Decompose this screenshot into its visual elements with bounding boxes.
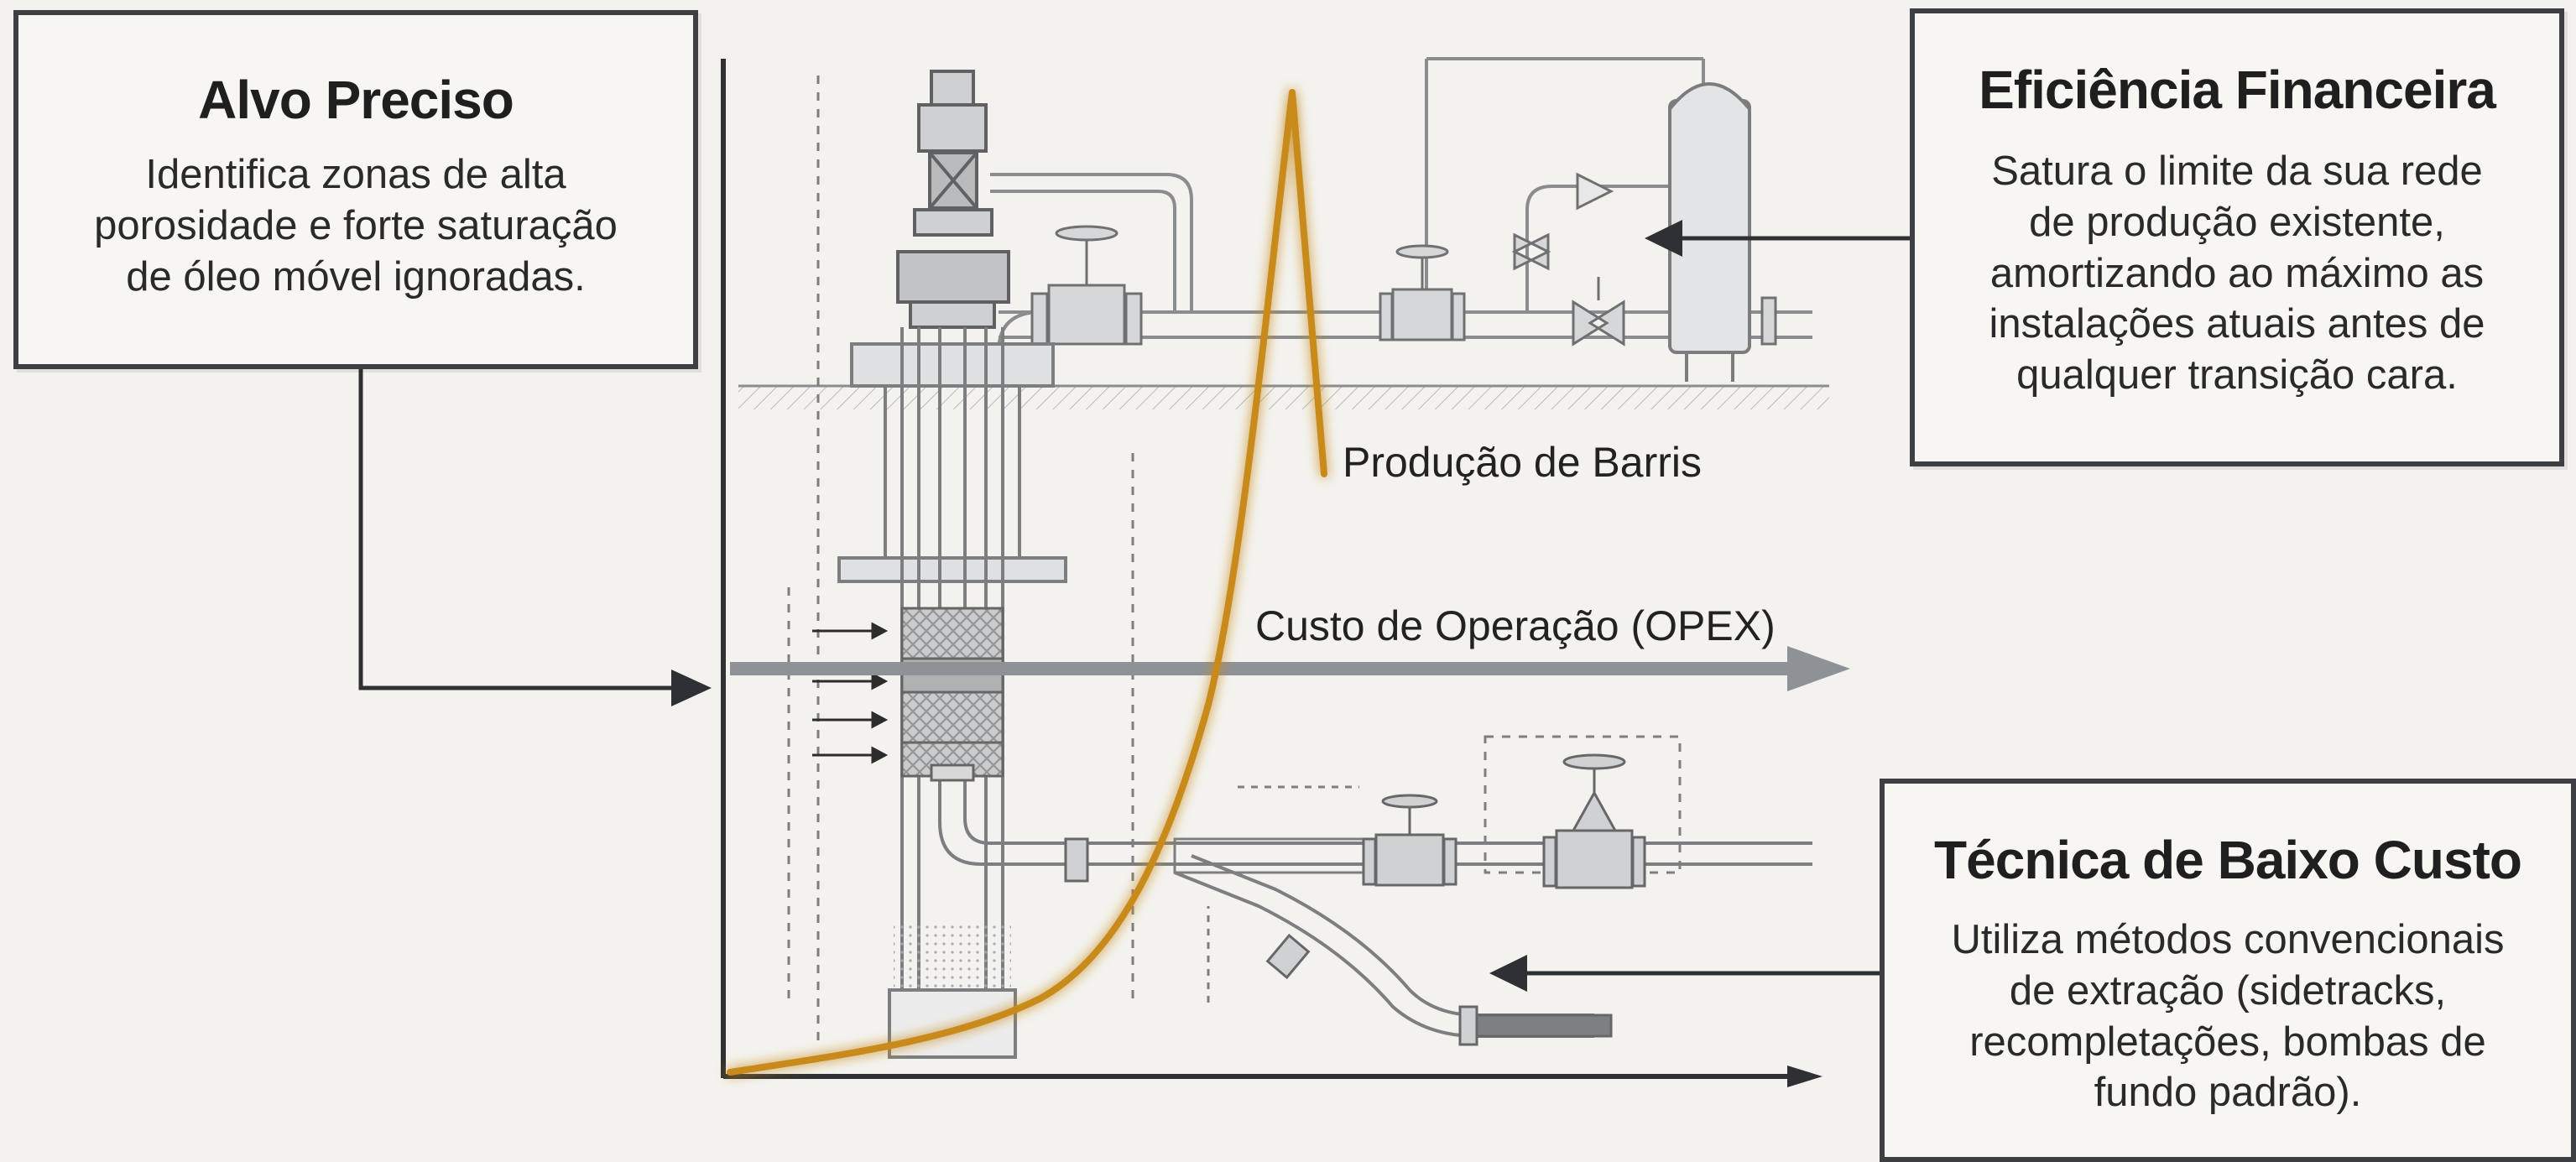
axis-x (723, 1066, 1822, 1087)
connector-tecnica (1489, 955, 1880, 992)
production-curve-label: Produção de Barris (1343, 439, 1703, 486)
callout-alvo-preciso: Alvo Preciso Identifica zonas de alta po… (13, 10, 698, 369)
opex-arrow-label: Custo de Operação (OPEX) (1255, 602, 1776, 649)
callout-title: Alvo Preciso (198, 70, 514, 130)
surface-valves (1030, 172, 1777, 347)
callout-line: recompletações, bombas de (1969, 1019, 2486, 1065)
callout-line: qualquer transição cara. (2016, 352, 2458, 398)
callout-line: Identifica zonas de alta (145, 152, 566, 197)
production-curve (727, 89, 1327, 1076)
opex-arrow (730, 646, 1850, 691)
lower-pipeline (938, 735, 1812, 1038)
callout-title: Eficiência Financeira (1979, 60, 2496, 120)
packer-zones (900, 607, 1004, 782)
callout-title: Técnica de Baixo Custo (1934, 830, 2522, 890)
connector-eficiencia (1645, 220, 1910, 257)
perforation-arrows (812, 622, 889, 764)
callout-line: fundo padrão). (2094, 1070, 2362, 1116)
lower-valves (1064, 753, 1646, 1046)
callout-line: de produção existente, (2029, 199, 2445, 245)
callout-line: instalações atuais antes de (1989, 301, 2485, 347)
callout-line: de óleo móvel ignoradas. (126, 253, 586, 300)
wellhead-stack (896, 70, 1010, 329)
callout-line: porosidade e forte saturação (94, 202, 618, 248)
callout-tecnica-baixo-custo: Técnica de Baixo Custo Utiliza métodos c… (1880, 779, 2576, 1162)
connector-alvo (358, 367, 712, 706)
callout-line: de extração (sidetracks, (2009, 967, 2447, 1013)
callout-line: amortizando ao máximo as (1989, 250, 2485, 296)
callout-eficiencia-financeira: Eficiência Financeira Satura o limite da… (1910, 8, 2564, 466)
callout-line: Utiliza métodos convencionais (1951, 917, 2505, 962)
callout-line: Satura o limite da sua rede (1991, 149, 2483, 194)
